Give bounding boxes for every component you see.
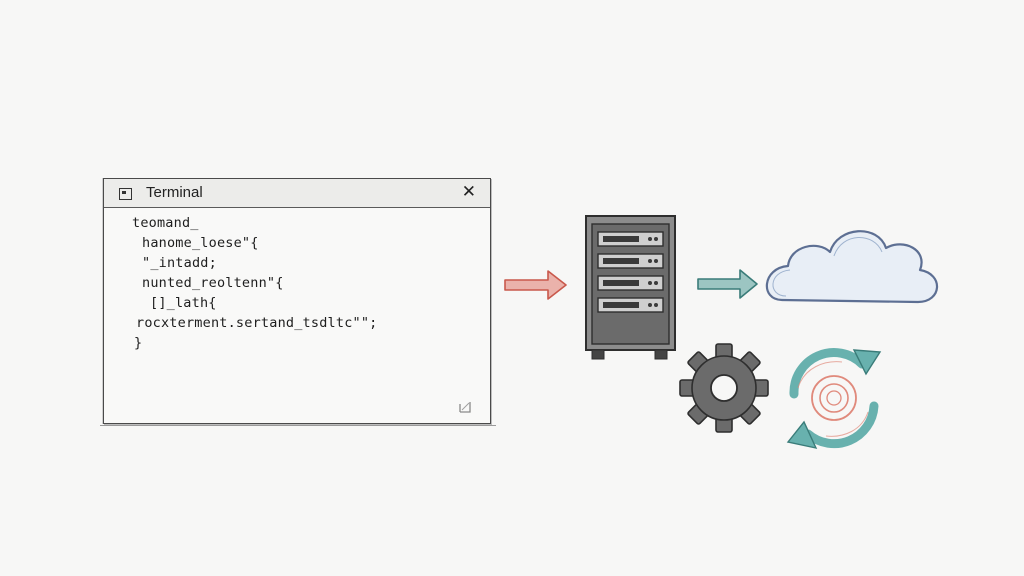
cloud-icon — [765, 230, 939, 304]
code-line-1: teomand_ — [132, 215, 199, 231]
code-line-3: "_intadd; — [142, 255, 217, 271]
terminal-code-area[interactable]: teomand_ hanome_loese"{ "_intadd; nunted… — [104, 209, 490, 423]
terminal-title: Terminal — [146, 184, 203, 201]
code-line-6: rocxterment.sertand_tsdltc""; — [136, 315, 378, 331]
gear-icon — [679, 343, 769, 433]
arrow-to-server — [504, 270, 567, 300]
resize-grip-icon[interactable] — [458, 399, 472, 413]
code-line-7: } — [134, 335, 143, 351]
arrow-to-cloud — [697, 269, 758, 299]
terminal-titlebar[interactable]: Terminal ✕ — [104, 179, 490, 208]
terminal-window: Terminal ✕ teomand_ hanome_loese"{ "_int… — [100, 178, 496, 426]
code-line-2: hanome_loese"{ — [142, 235, 259, 251]
code-line-4: nunted_reoltenn"{ — [142, 275, 284, 291]
close-icon[interactable]: ✕ — [461, 182, 476, 202]
code-line-5: []_lath{ — [150, 295, 217, 311]
sync-cycle-icon — [786, 348, 882, 449]
server-rack-icon — [585, 215, 676, 360]
terminal-window-icon — [119, 188, 132, 200]
